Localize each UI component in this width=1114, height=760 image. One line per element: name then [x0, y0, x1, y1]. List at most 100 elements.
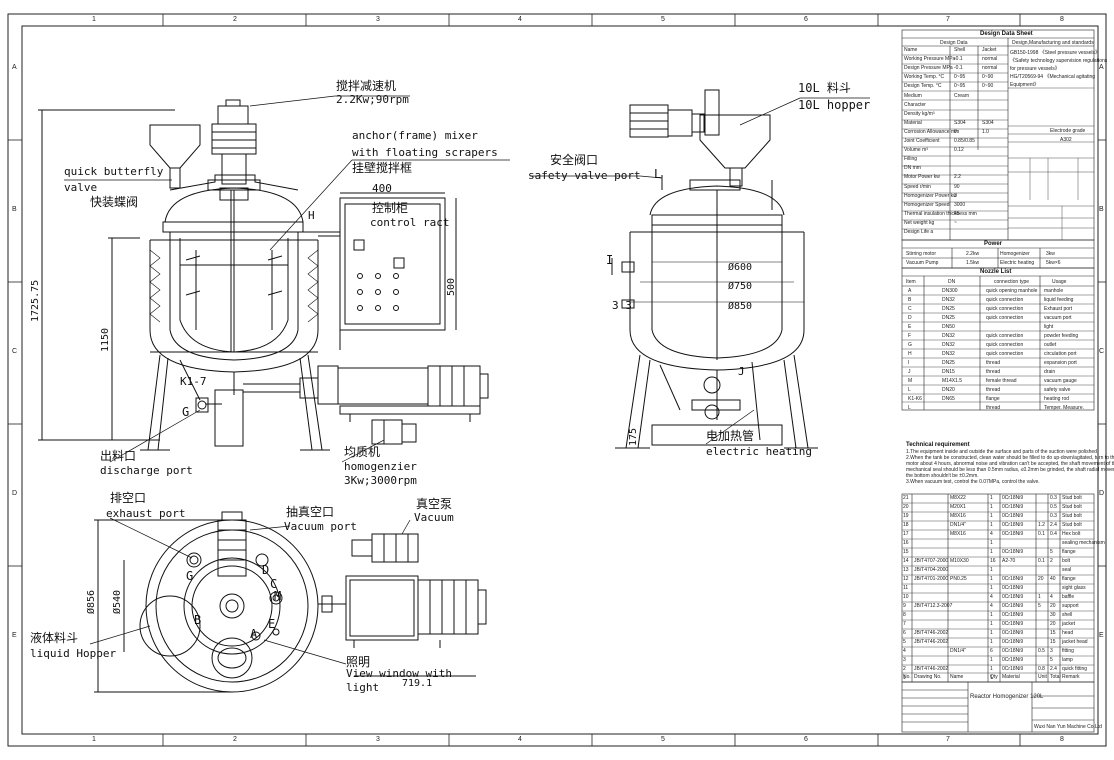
- grid-letter: D: [12, 490, 18, 497]
- nozzle-connection: flange: [986, 396, 1000, 402]
- grid-number: 2: [233, 736, 237, 743]
- grid-letter: C: [12, 348, 18, 355]
- design-row-label: Volume m³: [904, 147, 928, 154]
- parts-cell: 16: [990, 558, 996, 564]
- parts-cell: 0Cr18Ni9: [1002, 549, 1024, 555]
- title-block-grid: [901, 681, 1095, 733]
- nozzle-header: Item: [906, 279, 916, 285]
- parts-cell: 4: [990, 531, 993, 537]
- parts-cell: 5: [1050, 549, 1053, 555]
- quick-valve-label-1: quick butterfly: [64, 165, 164, 178]
- grid-number: 4: [518, 16, 522, 23]
- diameter-540: Ø540: [112, 589, 123, 614]
- parts-footer-cell: Material: [1002, 674, 1020, 680]
- parts-cell: 6: [990, 648, 993, 654]
- parts-cell: 6: [903, 630, 906, 636]
- grid-letter: B: [12, 206, 17, 213]
- nozzle-dn: DN32: [942, 297, 955, 303]
- design-row-label: Thermal insulation thickness mm: [904, 210, 977, 217]
- nozzle-dn: DN32: [942, 333, 955, 339]
- parts-cell: M10X30: [950, 558, 969, 564]
- parts-cell: flange: [1062, 549, 1076, 555]
- heating-cn: 电加热管: [706, 429, 755, 443]
- nozzle-item: K1-K6: [908, 396, 922, 402]
- nozzle-connection: thread: [986, 405, 1001, 411]
- parts-cell: M20X1: [950, 504, 966, 510]
- parts-cell: fitting: [1062, 648, 1074, 654]
- grid-number: 6: [804, 736, 808, 743]
- design-row-shell: 2.2: [954, 174, 961, 181]
- design-row-shell: 3000: [954, 201, 966, 208]
- design-row-shell: S304: [954, 119, 966, 126]
- nozzle-item: C: [908, 306, 912, 312]
- nozzle-connection: quick connection: [986, 333, 1024, 339]
- parts-cell: flange: [1062, 576, 1076, 582]
- homogenizer-cn: 均质机: [344, 445, 381, 459]
- nozzle-usage: Temper. Measure.: [1044, 405, 1085, 411]
- nozzle-dn: DN25: [942, 306, 955, 312]
- standard-line: Equipment》: [1010, 82, 1039, 88]
- parts-cell: 19: [903, 513, 909, 519]
- nozzle-usage: liquid feeding: [1044, 297, 1074, 303]
- parts-cell: 9: [903, 603, 906, 609]
- power-title: Power: [984, 241, 1003, 247]
- stirring-reducer-spec: 2.2Kw;90rpm: [336, 93, 409, 106]
- parts-cell: 0Cr18Ni9: [1002, 531, 1024, 537]
- nozzle-usage: vacuum port: [1044, 315, 1072, 321]
- plan-letter-g: G: [186, 569, 194, 583]
- power-stirring-label: Stirring motor: [906, 251, 937, 257]
- parts-cell: 30: [1050, 612, 1056, 618]
- parts-cell: 1: [990, 576, 993, 582]
- nozzle-connection: thread: [986, 387, 1001, 393]
- parts-cell: 1: [990, 621, 993, 627]
- dim-719: 719.1: [402, 678, 433, 689]
- nozzle-usage: heating rod: [1044, 396, 1070, 402]
- grid-letter: D: [1099, 490, 1105, 497]
- grid-number: 1: [92, 16, 96, 23]
- parts-cell: 2: [1050, 558, 1053, 564]
- design-row-label: Design Temp. °C: [904, 83, 942, 90]
- parts-cell: Stud bolt: [1062, 513, 1082, 519]
- nozzle-connection: quick connection: [986, 342, 1024, 348]
- parts-cell: 3: [1050, 648, 1053, 654]
- parts-cell: 8: [903, 612, 906, 618]
- parts-cell: 14: [903, 558, 909, 564]
- design-sheet-title: Design Data Sheet: [980, 31, 1033, 37]
- parts-cell: 0Cr18Ni9: [1002, 648, 1024, 654]
- nozzle-title: Nozzle List: [980, 269, 1012, 275]
- design-row-label: Motor Power kw: [904, 174, 940, 181]
- power-vacuum-label: Vacuum Pump: [906, 260, 939, 266]
- parts-cell: M8X22: [950, 495, 966, 501]
- nozzle-connection: quick connection: [986, 351, 1024, 357]
- grid-number: 3: [376, 736, 380, 743]
- parts-footer-cell: Total: [1050, 674, 1061, 680]
- parts-cell: 0Cr18Ni9: [1002, 513, 1024, 519]
- design-row-label: Speed r/min: [904, 183, 931, 190]
- power-stirring-value: 2.2kw: [966, 251, 980, 257]
- parts-cell: 1: [990, 675, 993, 681]
- parts-cell: 4: [990, 603, 993, 609]
- parts-footer-cell: Qty: [990, 674, 998, 680]
- nozzle-usage: drain: [1044, 369, 1056, 375]
- nozzle-item: A: [908, 288, 912, 294]
- design-row-label: Design Pressure MPa: [904, 65, 953, 72]
- parts-cell: 1: [990, 522, 993, 528]
- parts-cell: 2: [903, 666, 906, 672]
- parts-footer-cell: Drawing No.: [914, 674, 942, 680]
- nozzle-dn: DN32: [942, 351, 955, 357]
- grid-letter: B: [1099, 206, 1104, 213]
- parts-cell: JB/T4707-2000: [914, 558, 949, 564]
- design-row-label: Net weight kg: [904, 219, 935, 226]
- diameter-850: Ø850: [728, 301, 753, 312]
- nozzle-usage: outlet: [1044, 342, 1057, 348]
- nozzle-dn: DN300: [942, 288, 958, 294]
- parts-cell: 1: [990, 585, 993, 591]
- quick-valve-label-2: valve: [64, 181, 98, 194]
- hopper-label-1: 10L 料斗: [798, 81, 851, 95]
- parts-cell: 1: [990, 567, 993, 573]
- parts-cell: 4: [903, 648, 906, 654]
- parts-cell: 0Cr18Ni9: [1002, 522, 1024, 528]
- parts-cell: Stud bolt: [1062, 495, 1082, 501]
- front-view: [38, 99, 489, 451]
- tech-req-line: mechanical seal should be less than 0.5m…: [906, 467, 1114, 473]
